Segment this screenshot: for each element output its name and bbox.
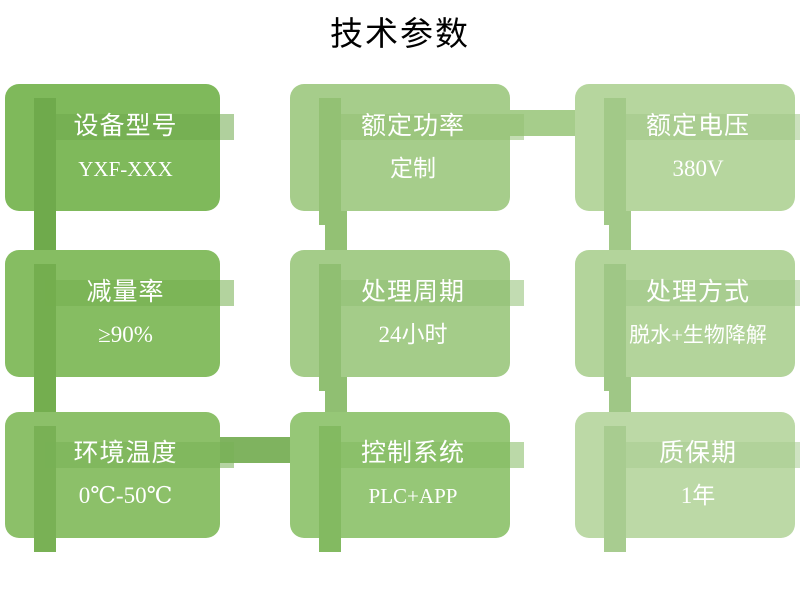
param-card-treatment-method[interactable]: 处理方式脱水+生物降解 xyxy=(575,250,800,391)
card-value: YXF-XXX xyxy=(78,156,173,181)
card-value: 脱水+生物降解 xyxy=(629,322,767,347)
card-value: 0℃-50℃ xyxy=(78,483,173,508)
param-card-device-model[interactable]: 设备型号 YXF-XXX xyxy=(5,84,234,225)
card-text-group: 处理周期 24小时 xyxy=(290,250,510,377)
card-value: 定制 xyxy=(390,155,436,181)
param-card-treatment-cycle[interactable]: 处理周期 24小时 xyxy=(290,250,524,391)
card-text-group: 减量率 ≥90% xyxy=(5,250,220,377)
card-label: 额定功率 xyxy=(360,112,465,140)
param-card-rated-voltage[interactable]: 额定电压 380V xyxy=(575,84,800,225)
param-card-rated-power[interactable]: 额定功率定制 xyxy=(290,84,524,225)
card-label: 设备型号 xyxy=(73,112,178,140)
card-label: 额定电压 xyxy=(645,112,750,140)
card-value: 380V xyxy=(672,155,724,181)
param-card-reduction-rate[interactable]: 减量率 ≥90% xyxy=(5,250,234,391)
card-text-group: 控制系统 PLC+APP xyxy=(290,412,510,538)
card-value: 1年 xyxy=(680,483,716,508)
card-value: PLC+APP xyxy=(368,484,458,508)
card-label: 控制系统 xyxy=(360,440,465,467)
param-card-ambient-temperature[interactable]: 环境温度 0℃-50℃ xyxy=(5,412,234,552)
card-label: 环境温度 xyxy=(73,440,178,467)
card-label: 质保期 xyxy=(658,440,737,467)
param-card-control-system[interactable]: 控制系统 PLC+APP xyxy=(290,412,524,552)
card-text-group: 额定功率定制 xyxy=(290,84,510,211)
card-text-group: 环境温度 0℃-50℃ xyxy=(5,412,220,538)
card-label: 减量率 xyxy=(86,278,165,306)
card-label: 处理周期 xyxy=(360,278,465,306)
card-value: ≥90% xyxy=(98,321,153,347)
card-value: 24小时 xyxy=(378,321,448,347)
param-card-warranty-period[interactable]: 质保期 1年 xyxy=(575,412,800,552)
card-text-group: 质保期 1年 xyxy=(575,412,795,538)
card-text-group: 设备型号 YXF-XXX xyxy=(5,84,220,211)
card-text-group: 额定电压 380V xyxy=(575,84,795,211)
card-label: 处理方式 xyxy=(645,278,750,306)
card-text-group: 处理方式脱水+生物降解 xyxy=(575,250,795,377)
page-title: 技术参数 xyxy=(330,15,470,52)
